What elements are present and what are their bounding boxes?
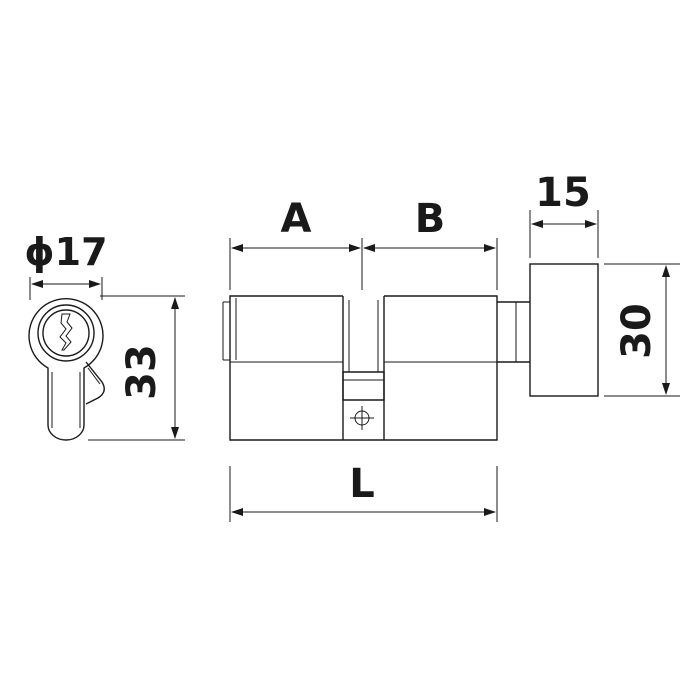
cam-inner-line (87, 367, 101, 385)
left-body-outline (229, 295, 498, 441)
plug-inner-circle (42, 309, 90, 357)
knob-shaft (497, 301, 530, 363)
plug-outer-circle (37, 304, 95, 362)
height-label: 33 (119, 344, 165, 400)
total-length-label: L (349, 461, 375, 507)
cylinder-front-view: ϕ17 33 (24, 230, 185, 441)
cam-outline (85, 361, 105, 405)
b-label: B (415, 196, 446, 242)
cylinder-side-view: A B 15 30 L (222, 170, 680, 522)
keyway-icon (59, 313, 73, 351)
center-crosshair-icon (350, 406, 374, 430)
diameter-label: ϕ17 (24, 230, 107, 274)
knob-height-label: 30 (614, 303, 660, 359)
cam-block (342, 371, 385, 401)
knob-width-label: 15 (535, 170, 591, 216)
knob-body (529, 263, 599, 397)
profile-outline (28, 298, 104, 441)
a-label: A (281, 196, 312, 242)
